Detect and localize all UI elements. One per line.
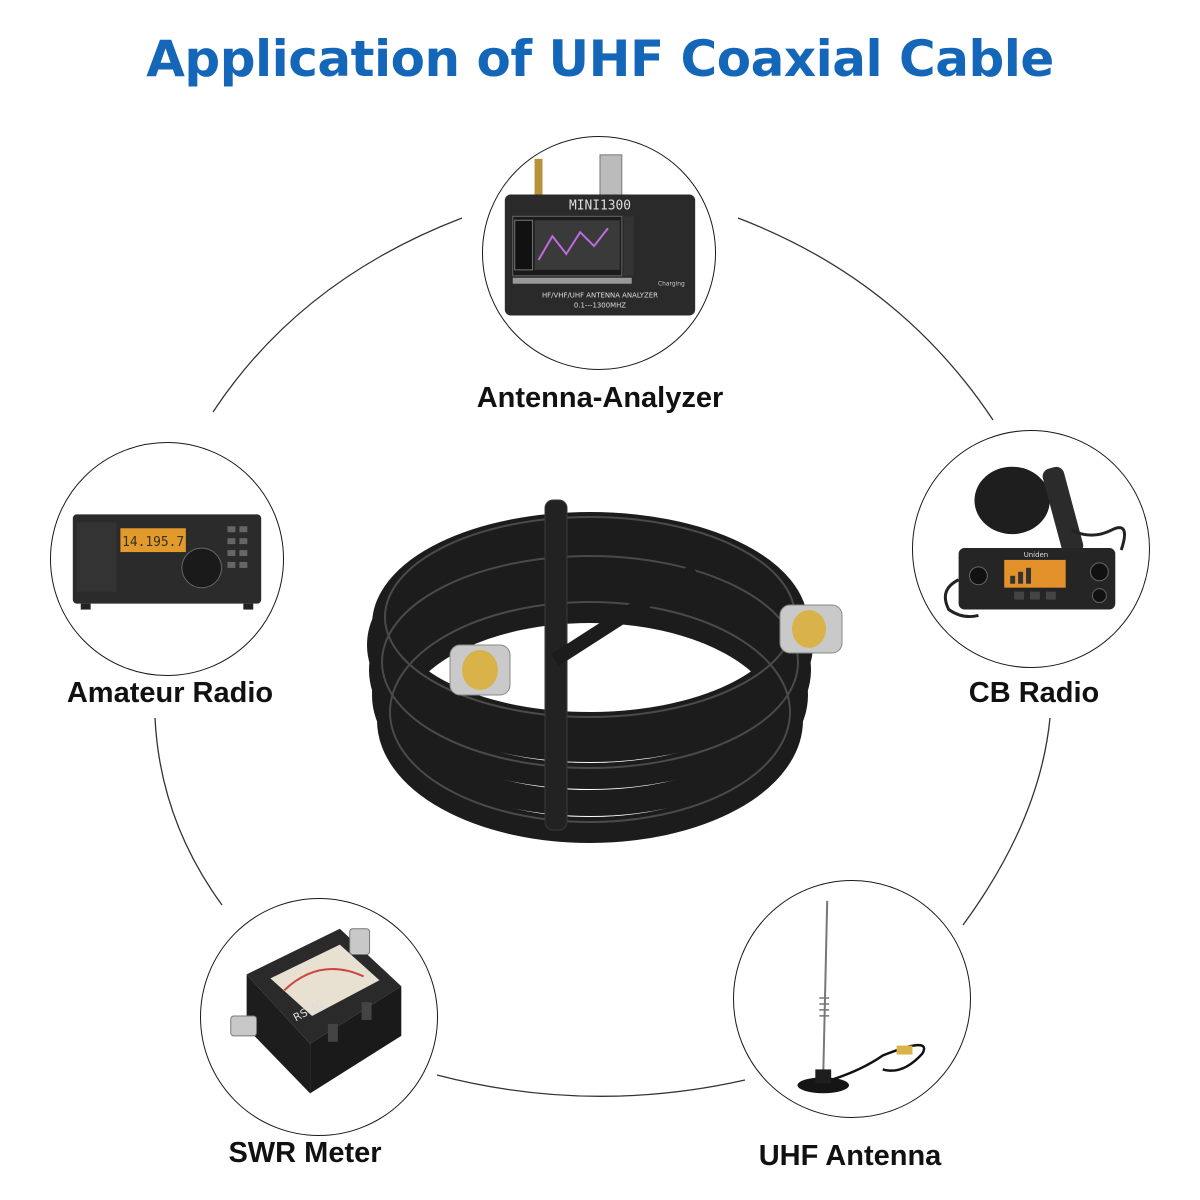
swr-meter-image: RS-40: [230, 928, 402, 1094]
connector-left: [449, 644, 511, 696]
coaxial-cable-image: [355, 490, 850, 845]
analyzer-range-text: 0.1---1300MHZ: [574, 302, 626, 310]
label-cb-radio: CB Radio: [968, 677, 1100, 709]
analyzer-brand-text: MINI1300: [569, 198, 631, 213]
cb-radio-node: Uniden: [912, 430, 1150, 668]
label-antenna-analyzer: Antenna-Analyzer: [476, 382, 724, 414]
radio-display-text: 14.195.7: [122, 535, 184, 550]
swr-meter-node: RS-40: [200, 898, 438, 1136]
cb-radio-image: Uniden: [943, 466, 1126, 619]
page-title: Application of UHF Coaxial Cable: [146, 30, 1054, 88]
uhf-antenna-image: [797, 900, 926, 1094]
arc-amateur-swr: [154, 717, 223, 906]
uhf-antenna-node: [733, 880, 971, 1118]
label-uhf-antenna: UHF Antenna: [758, 1140, 942, 1172]
arc-swr-uhf: [436, 1074, 746, 1097]
amateur-radio-image: 14.195.7: [72, 514, 262, 610]
label-swr-meter: SWR Meter: [228, 1137, 382, 1169]
amateur-radio-node: 14.195.7: [50, 442, 284, 676]
antenna-analyzer-node: MINI1300 HF/VHF/UHF ANTENNA ANALYZER 0.1…: [482, 136, 716, 370]
arc-analyzer-cb: [737, 217, 994, 421]
analyzer-subtext: HF/VHF/UHF ANTENNA ANALYZER: [542, 292, 658, 300]
analyzer-status-text: Charging: [658, 281, 685, 288]
arc-analyzer-amateur: [212, 217, 463, 413]
cb-brand-text: Uniden: [1024, 551, 1048, 559]
antenna-analyzer-image: MINI1300 HF/VHF/UHF ANTENNA ANALYZER 0.1…: [504, 154, 696, 316]
connector-right: [779, 604, 843, 654]
arc-cb-uhf: [962, 717, 1051, 926]
label-amateur-radio: Amateur Radio: [66, 677, 274, 709]
